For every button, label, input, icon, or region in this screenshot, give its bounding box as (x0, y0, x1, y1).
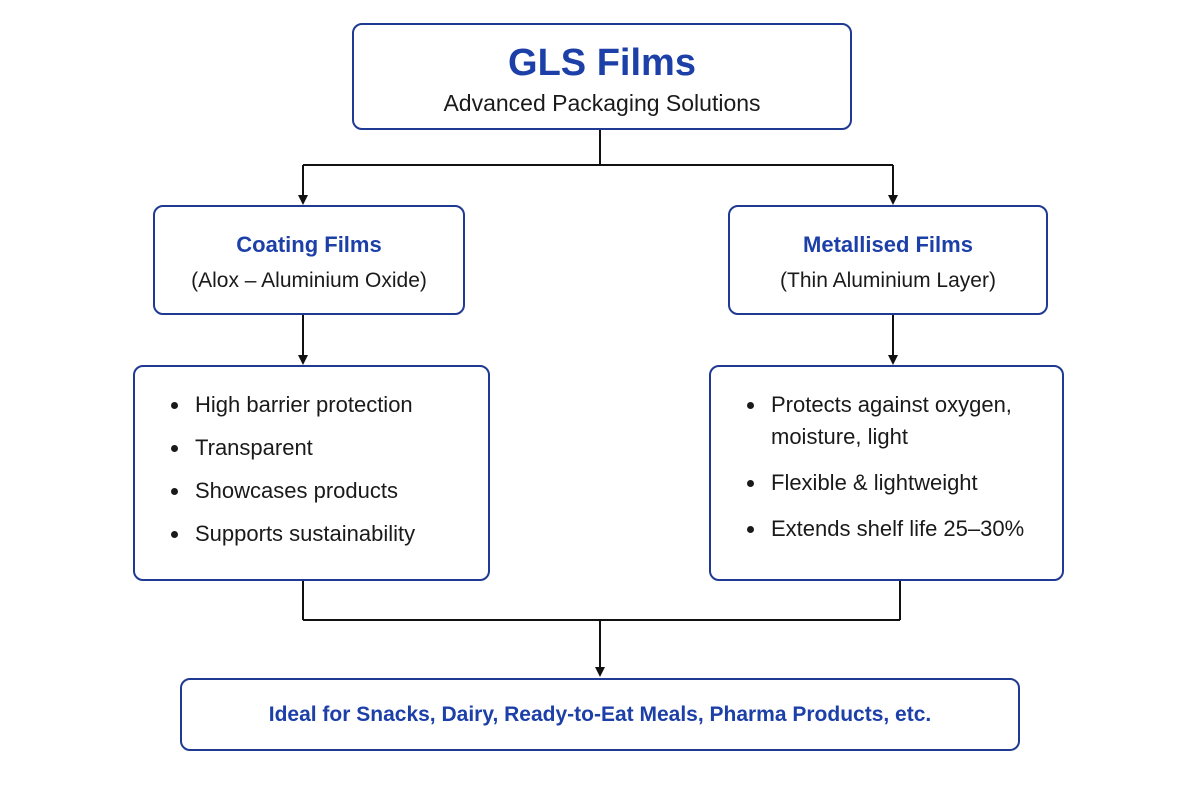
coating-benefits-list: High barrier protection Transparent Show… (169, 389, 478, 561)
coating-films-benefits: High barrier protection Transparent Show… (133, 365, 490, 581)
list-item: High barrier protection (169, 389, 478, 421)
list-item: Extends shelf life 25–30% (745, 513, 1052, 545)
diagram-title: GLS Films (508, 42, 696, 84)
diagram-subtitle: Advanced Packaging Solutions (443, 90, 761, 116)
applications-node: Ideal for Snacks, Dairy, Ready-to-Eat Me… (180, 678, 1020, 751)
applications-text: Ideal for Snacks, Dairy, Ready-to-Eat Me… (268, 703, 932, 726)
coating-films-title: Coating Films (236, 232, 382, 257)
gls-films-node: GLS Films Advanced Packaging Solutions (352, 23, 852, 130)
list-item: Transparent (169, 432, 478, 464)
metallised-films-benefits: Protects against oxygen, moisture, light… (709, 365, 1064, 581)
metallised-benefits-list: Protects against oxygen, moisture, light… (745, 389, 1052, 559)
coating-films-node: Coating Films (Alox – Aluminium Oxide) (153, 205, 465, 315)
metallised-films-title: Metallised Films (803, 232, 973, 257)
list-item: Flexible & lightweight (745, 467, 1052, 499)
list-item: Showcases products (169, 475, 478, 507)
list-item: Protects against oxygen, moisture, light (745, 389, 1052, 453)
list-item: Supports sustainability (169, 518, 478, 550)
coating-films-subtitle: (Alox – Aluminium Oxide) (191, 269, 427, 292)
metallised-films-subtitle: (Thin Aluminium Layer) (780, 269, 996, 292)
metallised-films-node: Metallised Films (Thin Aluminium Layer) (728, 205, 1048, 315)
